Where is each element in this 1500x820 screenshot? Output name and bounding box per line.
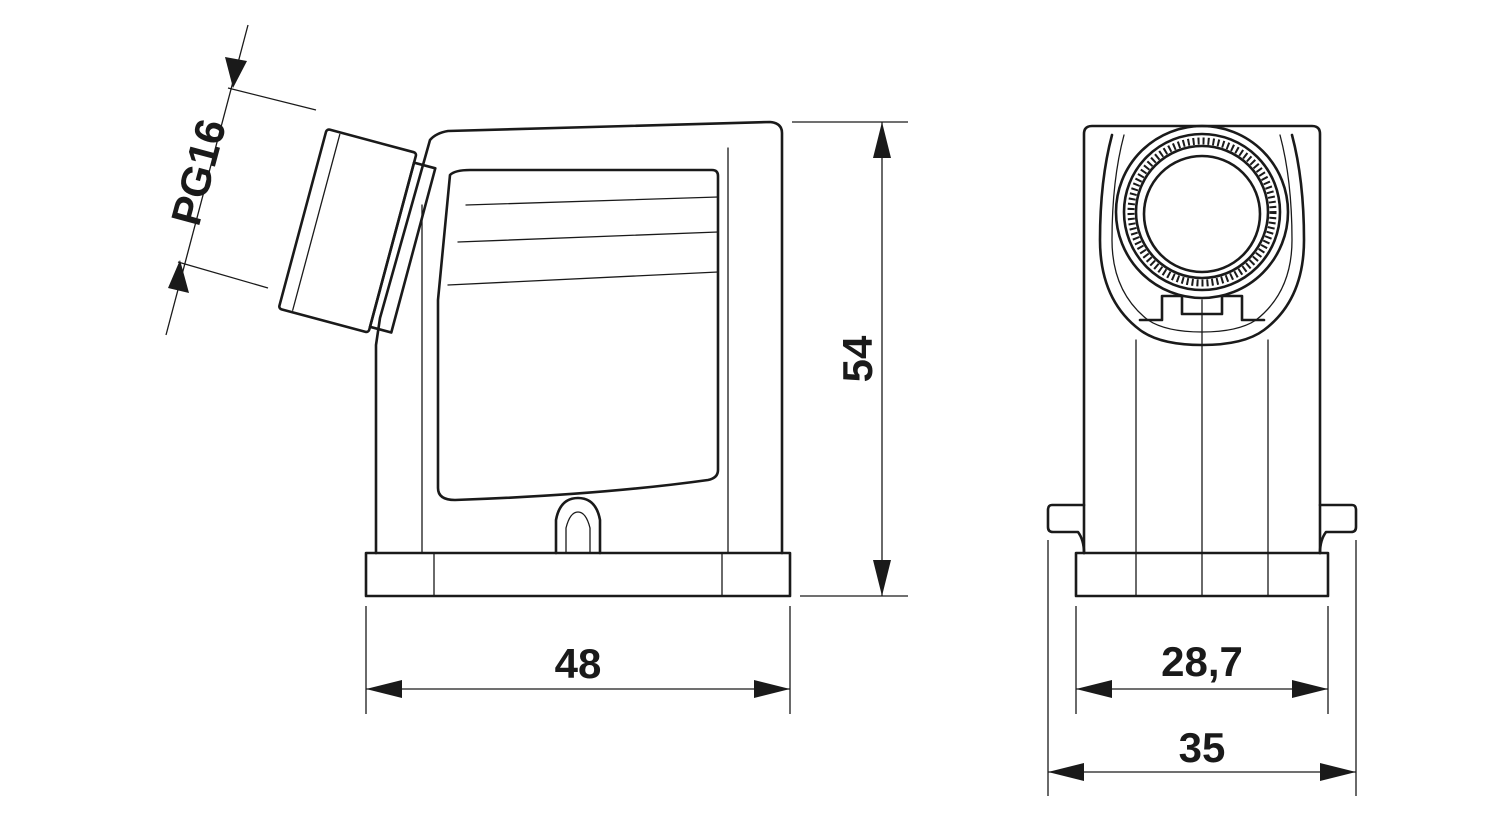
front-gland-outer-ring <box>1114 124 1290 300</box>
dim-front-outer-width: 35 <box>1047 540 1357 796</box>
dim-front-inner-width: 28,7 <box>1075 606 1329 714</box>
dim-height-text: 54 <box>834 335 881 382</box>
dim-front-inner-width-text: 28,7 <box>1161 638 1243 685</box>
side-body <box>374 120 784 555</box>
front-view <box>1046 124 1358 598</box>
side-latch <box>554 496 602 555</box>
front-flange-left <box>1046 503 1086 555</box>
dim-side-width-text: 48 <box>555 640 602 687</box>
side-base-plate <box>364 551 792 598</box>
side-label-window <box>436 168 720 502</box>
dim-front-outer-width-text: 35 <box>1179 724 1226 771</box>
front-gland-bore <box>1142 154 1262 274</box>
front-entry-housing <box>1098 133 1306 347</box>
front-base-plate <box>1074 551 1330 598</box>
dim-height: 54 <box>792 121 908 597</box>
dim-pg16: PG16 <box>162 24 317 336</box>
side-view <box>278 120 792 598</box>
front-flange-right <box>1318 503 1358 555</box>
front-gland-knurl-ring <box>1127 137 1277 287</box>
front-latch-notch <box>1138 294 1266 322</box>
dim-pg16-text: PG16 <box>162 114 235 230</box>
dim-side-width: 48 <box>365 606 791 714</box>
